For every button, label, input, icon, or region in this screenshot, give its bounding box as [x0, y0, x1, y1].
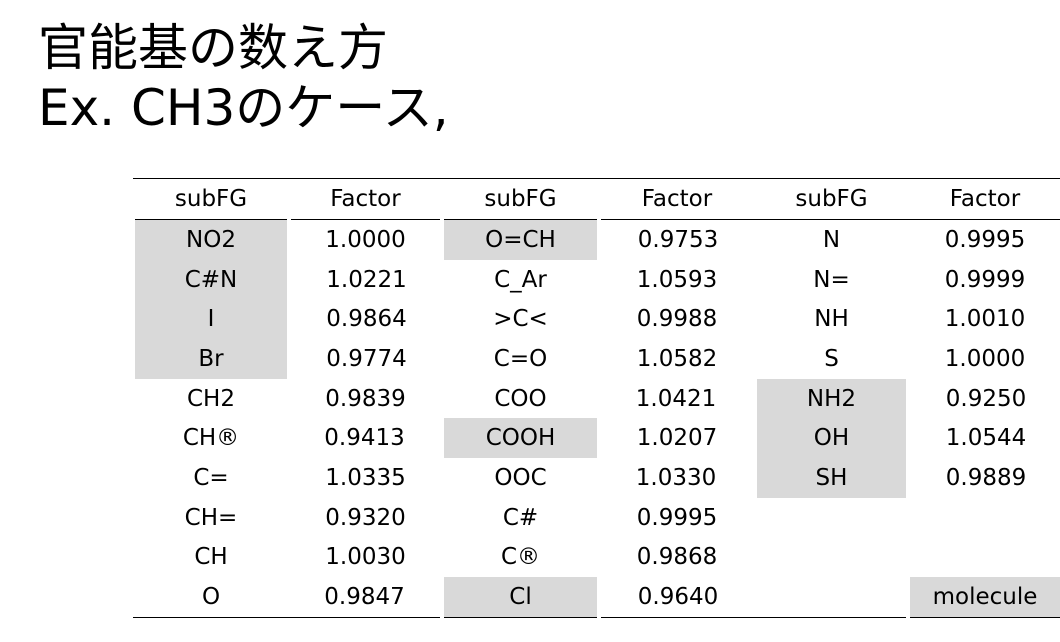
cell-subfg-2: C# — [502, 504, 539, 531]
table-row: CH® 0.9413 COOH 1.0207 OH 1.0544 — [133, 418, 1060, 459]
cell-factor-1: 1.0030 — [325, 544, 406, 571]
cell-subfg-2: COO — [494, 385, 547, 412]
cell-subfg-2: COOH — [440, 418, 601, 459]
cell-subfg-1: CH2 — [187, 385, 235, 412]
cell-factor-2: 1.0593 — [636, 266, 718, 293]
cell-factor-2: 0.9995 — [636, 504, 718, 531]
cell-factor-1: 1.0000 — [325, 226, 406, 253]
cell-subfg-3: NH — [814, 306, 849, 333]
cell-factor-3 — [908, 498, 1060, 538]
cell-factor-3: 0.9889 — [945, 464, 1027, 491]
cell-factor-3: 0.9999 — [944, 266, 1026, 293]
cell-factor-1: 0.9413 — [324, 425, 405, 452]
cell-factor-1: 0.9839 — [325, 385, 406, 412]
cell-factor-1: 1.0221 — [326, 266, 407, 293]
table-row: Br 0.9774 C=O 1.0582 S 1.0000 — [131, 339, 1060, 379]
cell-factor-1: 0.9320 — [325, 504, 406, 531]
cell-factor-2: 1.0207 — [636, 425, 718, 452]
title-line-2: Ex. CH3のケース, — [38, 79, 449, 137]
cell-subfg-2: O=CH — [440, 219, 601, 260]
cell-factor-1: 1.0335 — [325, 464, 406, 491]
cell-subfg-2: >C< — [493, 306, 548, 333]
header-subfg-1: subFG — [174, 186, 248, 212]
cell-factor-1: 0.9847 — [324, 584, 405, 611]
cell-subfg-2: Cl — [440, 577, 601, 618]
cell-subfg-3 — [755, 577, 908, 617]
cell-factor-3: molecule — [906, 577, 1060, 618]
factor-table-container: subFG Factor subFG Factor subFG Factor N… — [131, 178, 1060, 618]
cell-subfg-3: SH — [753, 458, 910, 498]
header-factor-2: Factor — [641, 186, 713, 212]
cell-subfg-3: N= — [813, 266, 850, 293]
cell-factor-2: 0.9640 — [637, 584, 719, 611]
cell-subfg-1: Br — [131, 339, 291, 379]
cell-subfg-3: NH2 — [753, 378, 910, 419]
cell-subfg-1: C#N — [131, 259, 291, 300]
header-subfg-2: subFG — [484, 186, 557, 212]
cell-subfg-1: C= — [193, 464, 229, 491]
cell-factor-2: 0.9988 — [636, 306, 718, 333]
cell-subfg-1: CH — [194, 544, 228, 571]
cell-factor-3: 0.9250 — [945, 385, 1027, 412]
table-row: C#N 1.0221 C_Ar 1.0593 N= 0.9999 — [131, 259, 1060, 300]
header-subfg-3: subFG — [795, 186, 868, 212]
table-row: O 0.9847 Cl 0.9640 molecule — [133, 577, 1060, 618]
cell-factor-1: 0.9864 — [326, 306, 407, 333]
cell-subfg-2: C_Ar — [494, 266, 547, 293]
cell-factor-2: 0.9753 — [637, 226, 719, 253]
cell-factor-2: 1.0421 — [635, 385, 717, 412]
factor-table: subFG Factor subFG Factor subFG Factor N… — [131, 178, 1060, 618]
cell-subfg-3: N — [822, 226, 841, 253]
cell-subfg-1: CH® — [182, 425, 240, 452]
header-factor-1: Factor — [330, 186, 401, 212]
title-line-1: 官能基の数え方 — [38, 19, 388, 77]
cell-factor-1: 0.9774 — [326, 345, 407, 372]
cell-subfg-1: O — [201, 584, 221, 611]
cell-subfg-1: I — [131, 299, 291, 340]
cell-subfg-1: CH= — [184, 504, 238, 531]
cell-factor-2: 0.9868 — [636, 544, 718, 571]
cell-subfg-3 — [755, 498, 908, 538]
table-row: CH= 0.9320 C# 0.9995 — [133, 498, 1060, 538]
header-factor-3: Factor — [949, 186, 1021, 212]
cell-factor-3: 0.9995 — [944, 226, 1026, 253]
table-row: C= 1.0335 OOC 1.0330 SH 0.9889 — [133, 458, 1060, 498]
table-row: I 0.9864 >C< 0.9988 NH 1.0010 — [131, 299, 1060, 340]
table-row: CH 1.0030 C® 0.9868 — [133, 538, 1060, 578]
title-block: 官能基の数え方 Ex. CH3のケース, — [38, 18, 1038, 138]
cell-factor-3: 1.0544 — [945, 425, 1027, 452]
table-header-row: subFG Factor subFG Factor subFG Factor — [133, 178, 1060, 220]
cell-subfg-2: OOC — [494, 464, 547, 491]
cell-subfg-3: S — [824, 345, 839, 372]
table-row: CH2 0.9839 COO 1.0421 NH2 0.9250 — [133, 378, 1060, 419]
cell-subfg-3: OH — [753, 418, 910, 459]
cell-factor-2: 1.0582 — [636, 345, 718, 372]
cell-factor-3: 1.0010 — [944, 306, 1026, 333]
cell-subfg-1: NO2 — [131, 219, 291, 260]
cell-subfg-2: C® — [500, 544, 541, 571]
cell-subfg-2: C=O — [493, 345, 548, 372]
cell-factor-3 — [908, 538, 1060, 578]
cell-factor-3: 1.0000 — [944, 345, 1026, 372]
cell-factor-2: 1.0330 — [635, 464, 717, 491]
cell-subfg-3 — [755, 538, 908, 578]
table-row: NO2 1.0000 O=CH 0.9753 N 0.9995 — [131, 219, 1060, 260]
